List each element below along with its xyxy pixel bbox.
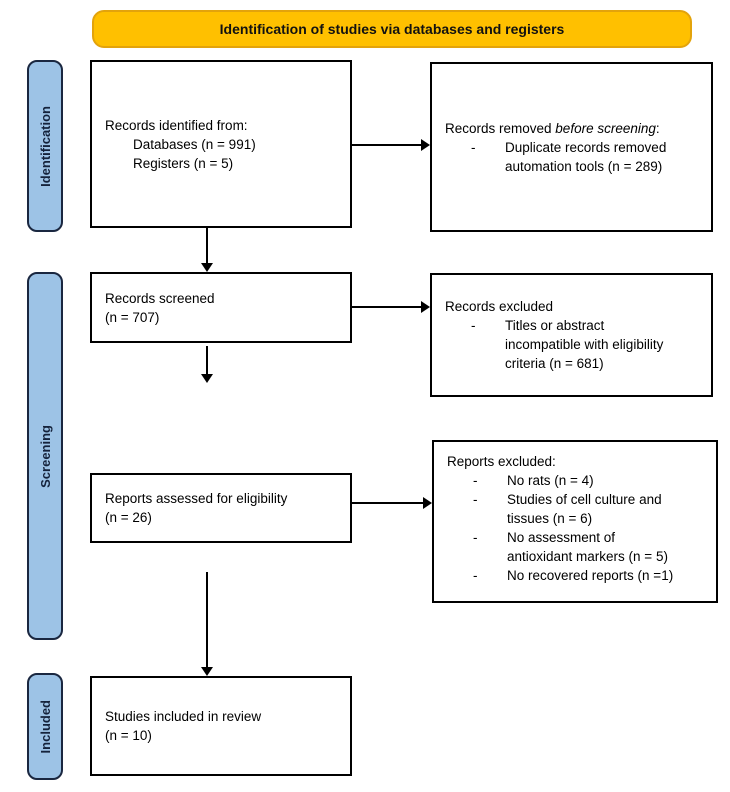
arrow-screened-to-excluded-head: [421, 301, 430, 313]
stage-included-label: Included: [37, 699, 53, 754]
list-item: Studies of cell culture and tissues (n =…: [447, 490, 710, 528]
box-records-screened-line2: (n = 707): [105, 309, 160, 325]
dash-marker: [471, 138, 505, 176]
list-item: Registers (n = 5): [133, 155, 234, 171]
arrow-identified-to-screened-head: [201, 263, 213, 272]
box-records-identified: Records identified from: Databases (n = …: [90, 60, 352, 228]
box-records-removed: Records removed before screening: Duplic…: [430, 62, 713, 232]
box-records-excluded: Records excluded Titles or abstract inco…: [430, 273, 713, 397]
box-studies-included: Studies included in review (n = 10): [90, 676, 352, 776]
stage-included: Included: [27, 673, 63, 780]
list-item: No rats (n = 4): [447, 471, 710, 490]
list-item: Databases (n = 991): [133, 136, 256, 152]
arrow-assessed-to-included-head: [201, 667, 213, 676]
box-reports-assessed: Reports assessed for eligibility (n = 26…: [90, 473, 352, 543]
arrow-identified-to-removed-head: [421, 139, 430, 151]
arrow-assessed-to-excluded-line: [352, 502, 423, 504]
arrow-screened-to-excluded-line: [352, 306, 421, 308]
stage-identification: Identification: [27, 60, 63, 232]
arrow-screened-down-head: [201, 374, 213, 383]
title-italic: before screening: [555, 120, 656, 136]
list-item: Titles or abstract incompatible with eli…: [445, 316, 705, 373]
dash-marker: [471, 316, 505, 373]
dash-marker: [473, 490, 507, 528]
arrow-identified-to-removed-line: [352, 144, 421, 146]
stage-screening: Screening: [27, 272, 63, 640]
title-prefix: Records removed: [445, 120, 556, 136]
list-item: No recovered reports (n =1): [447, 566, 710, 585]
banner-label: Identification of studies via databases …: [219, 21, 565, 37]
box-records-screened-line1: Records screened: [105, 290, 215, 306]
box-records-removed-title: Records removed before screening:: [445, 119, 705, 138]
title-suffix: :: [655, 120, 660, 136]
box-reports-excluded-title: Reports excluded:: [447, 454, 556, 469]
box-reports-assessed-line1: Reports assessed for eligibility: [105, 491, 288, 506]
dash-marker: [473, 471, 507, 490]
box-records-screened: Records screened (n = 707): [90, 272, 352, 343]
list-item: No assessment of antioxidant markers (n …: [447, 528, 710, 566]
banner: Identification of studies via databases …: [92, 10, 692, 48]
box-records-identified-title: Records identified from:: [105, 117, 248, 133]
dash-marker: [473, 528, 507, 566]
box-reports-excluded: Reports excluded: No rats (n = 4) Studie…: [432, 440, 718, 603]
arrow-assessed-to-excluded-head: [423, 497, 432, 509]
stage-identification-label: Identification: [37, 105, 53, 187]
box-studies-included-line1: Studies included in review: [105, 709, 262, 724]
box-records-excluded-title: Records excluded: [445, 299, 554, 314]
arrow-screened-down-line: [206, 346, 208, 374]
stage-screening-label: Screening: [37, 424, 53, 488]
dash-marker: [473, 566, 507, 585]
box-studies-included-line2: (n = 10): [105, 728, 152, 743]
arrow-identified-to-screened-line: [206, 228, 208, 263]
arrow-assessed-to-included-line: [206, 572, 208, 667]
list-item: Duplicate records removed automation too…: [445, 138, 705, 176]
box-reports-assessed-line2: (n = 26): [105, 510, 152, 525]
